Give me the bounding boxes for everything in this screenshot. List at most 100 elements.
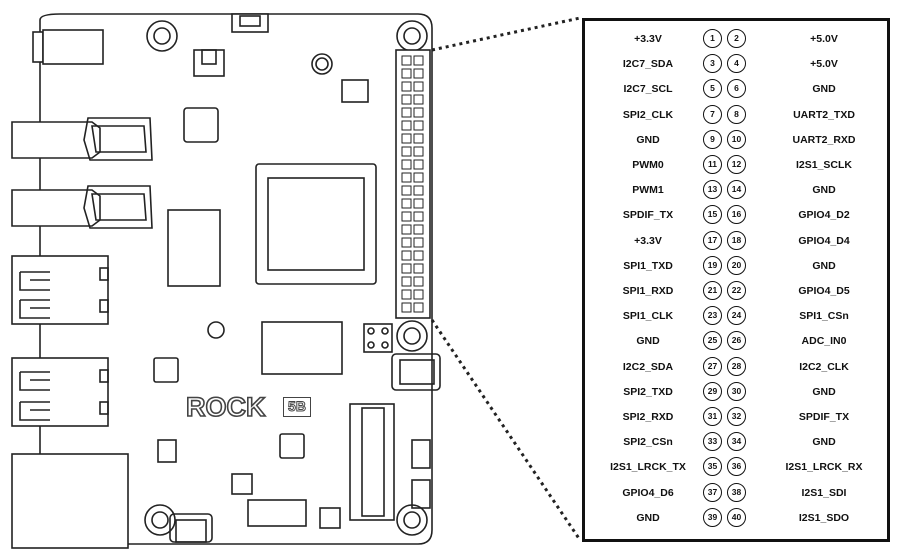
gpio-pin xyxy=(413,276,424,287)
pin-number-even: 14 xyxy=(727,180,746,200)
mounting-hole-mid-right xyxy=(396,320,428,352)
pin-number-even: 32 xyxy=(727,407,746,426)
pin-left-label: SPI2_TXD xyxy=(623,385,673,398)
ethernet-port xyxy=(11,453,129,549)
pin-right-label: I2S1_LRCK_RX xyxy=(785,461,863,474)
gpio-pin xyxy=(401,146,412,157)
pin-right-label: GND xyxy=(812,184,836,197)
pin-number-odd: 31 xyxy=(703,407,722,426)
pin-right-label: +5.0V xyxy=(810,33,838,45)
hdmi-port-2 xyxy=(11,185,153,229)
gpio-pin xyxy=(413,302,424,313)
pin-right-label: GND xyxy=(812,259,836,272)
gpio-pin xyxy=(401,302,412,313)
pin-left-label: GND xyxy=(636,511,660,524)
gpio-pin xyxy=(413,250,424,261)
gpio-header xyxy=(395,49,431,319)
audio-jack xyxy=(32,31,44,63)
pin-number-odd: 15 xyxy=(703,205,722,225)
component-bottom-c xyxy=(319,507,341,529)
gpio-pin xyxy=(401,250,412,261)
button-2 xyxy=(411,479,431,509)
gpio-pin xyxy=(401,276,412,287)
pin-number-even: 2 xyxy=(727,29,746,48)
component-top-b xyxy=(341,79,369,103)
usb-port-2 xyxy=(11,357,109,427)
pin-number-odd: 27 xyxy=(703,356,722,376)
pin-right-label: GPIO4_D2 xyxy=(798,209,850,222)
pin-number-odd: 17 xyxy=(703,230,722,250)
small-pad xyxy=(311,53,333,75)
mounting-hole-bottom-right xyxy=(396,504,428,536)
pin-left-label: SPI2_CLK xyxy=(622,108,674,121)
pin-number-odd: 33 xyxy=(703,432,722,452)
board-logo: ROCK xyxy=(185,391,266,423)
pin-left-label: +3.3V xyxy=(634,234,662,247)
gpio-pin xyxy=(401,68,412,79)
gpio-pin xyxy=(413,224,424,235)
pin-number-even: 18 xyxy=(727,230,746,250)
pin-number-even: 26 xyxy=(727,331,746,351)
pin-number-odd: 7 xyxy=(703,104,722,124)
ffc-connector xyxy=(247,499,307,527)
pin-number-even: 28 xyxy=(727,356,746,376)
leader-line-bottom xyxy=(430,319,582,541)
ram-chip xyxy=(167,209,221,287)
pin-left-label: I2C7_SCL xyxy=(623,83,673,96)
gpio-pin xyxy=(413,172,424,183)
gpio-pin xyxy=(401,172,412,183)
pin-number-odd: 19 xyxy=(703,255,722,275)
gpio-pin xyxy=(413,120,424,131)
pin-right-label: +5.0V xyxy=(810,58,838,71)
emmc-chip xyxy=(261,321,343,375)
pin-right-label: GPIO4_D4 xyxy=(798,234,850,247)
m2-slot xyxy=(349,403,395,521)
pin-number-even: 16 xyxy=(727,205,746,225)
gpio-header-pins xyxy=(401,55,424,313)
pin-right-label: I2C2_CLK xyxy=(799,360,849,373)
gpio-pin xyxy=(401,107,412,118)
pin-number-even: 4 xyxy=(727,54,746,74)
pin-number-odd: 21 xyxy=(703,281,722,300)
pin-left-label: GPIO4_D6 xyxy=(622,486,674,499)
gpio-pin xyxy=(413,107,424,118)
pin-right-label: SPI1_CSn xyxy=(799,310,849,323)
pin-right-label: UART2_TXD xyxy=(793,108,855,121)
mounting-hole-top-left xyxy=(146,20,178,52)
pin-number-odd: 39 xyxy=(703,507,722,527)
pin-left-label: SPI1_CLK xyxy=(622,310,674,323)
pin-right-label: I2S1_SDI xyxy=(801,486,847,499)
pin-left-label: PWM1 xyxy=(632,184,664,197)
pin-number-odd: 1 xyxy=(703,29,722,48)
pin-left-label: +3.3V xyxy=(634,33,662,45)
gpio-pin xyxy=(401,81,412,92)
pin-number-odd: 9 xyxy=(703,129,722,149)
gpio-pin xyxy=(401,133,412,144)
gpio-pin xyxy=(401,224,412,235)
mounting-hole-bottom-left xyxy=(144,504,176,536)
component-top-a xyxy=(193,49,225,77)
pin-number-even: 6 xyxy=(727,79,746,99)
pin-number-even: 20 xyxy=(727,255,746,275)
button-1 xyxy=(411,439,431,469)
pin-left-label: SPI1_TXD xyxy=(623,259,673,272)
pin-number-even: 12 xyxy=(727,155,746,174)
mounting-hole-top-right xyxy=(396,20,428,52)
component-bottom-b xyxy=(231,473,253,495)
pin-right-label: I2S1_SCLK xyxy=(795,159,853,171)
top-connector xyxy=(231,13,269,33)
pin-number-even: 22 xyxy=(727,281,746,300)
